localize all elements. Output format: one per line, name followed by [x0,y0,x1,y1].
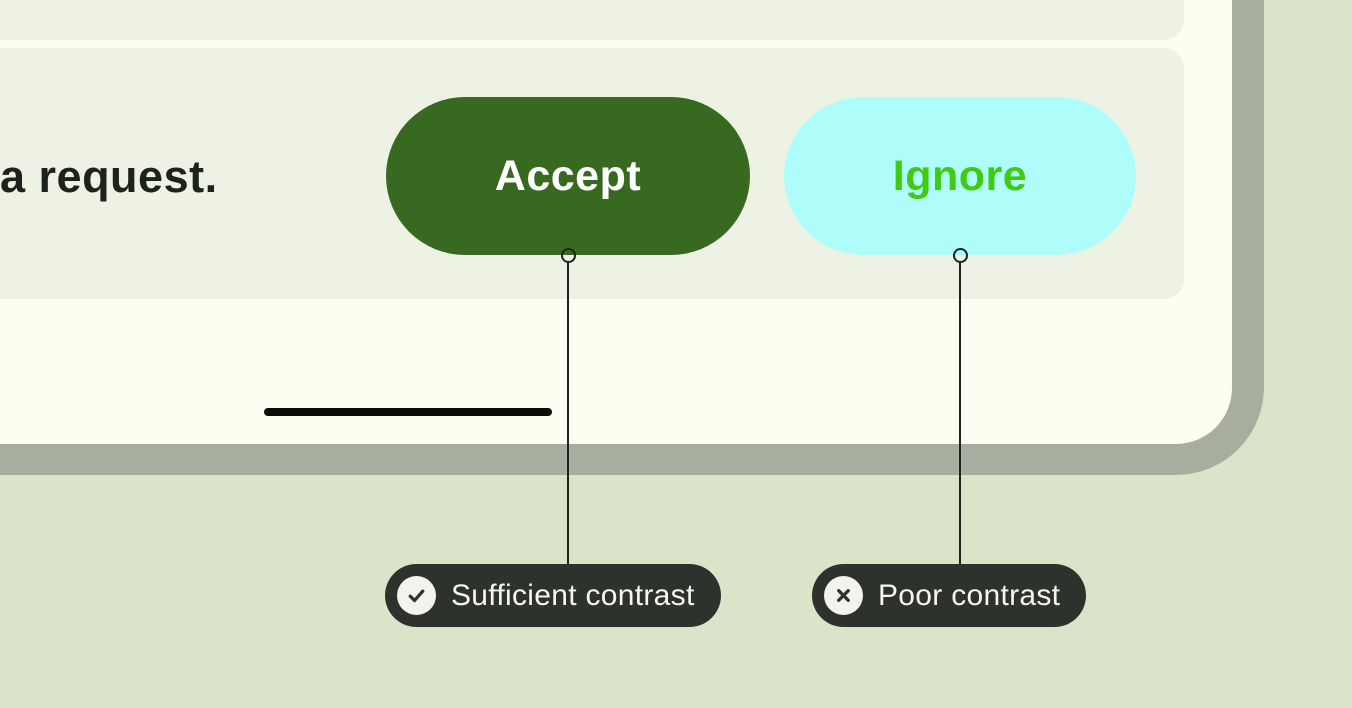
connector-line-ignore [959,261,961,565]
ignore-button[interactable]: Ignore [784,97,1136,255]
request-text: a request. [0,151,218,202]
x-icon [824,576,863,615]
connector-line-accept [567,261,569,565]
accept-button[interactable]: Accept [386,97,750,255]
callout-label: Poor contrast [878,578,1061,612]
check-icon [397,576,436,615]
sufficient-contrast-callout: Sufficient contrast [385,564,721,627]
connector-dot-accept [561,248,576,263]
connector-dot-ignore [953,248,968,263]
top-content-panel [0,0,1184,40]
home-indicator [264,408,552,416]
callout-label: Sufficient contrast [451,578,695,612]
poor-contrast-callout: Poor contrast [812,564,1087,627]
